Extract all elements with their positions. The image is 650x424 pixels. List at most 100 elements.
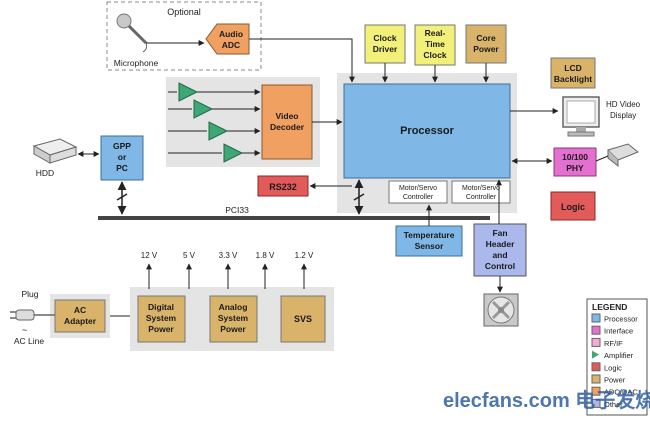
svs-label: SVS <box>294 314 312 324</box>
legend-swatch <box>591 386 601 396</box>
lcd-backlight-line2: Backlight <box>554 74 592 84</box>
hd-display-line1: HD Video <box>606 100 641 109</box>
dsp-line2: System <box>146 313 177 323</box>
audio-adc-block <box>205 23 250 55</box>
hdd-icon <box>32 138 78 164</box>
logic-block <box>550 191 596 221</box>
gpp-line3: PC <box>116 163 128 173</box>
amplifier-3 <box>208 121 229 141</box>
legend-label: Other <box>604 400 623 409</box>
legend: LEGEND ProcessorInterfaceRF/IFAmplifierL… <box>586 298 648 416</box>
connection-lines <box>77 38 609 317</box>
hdd-label: HDD <box>36 168 54 178</box>
legend-item: ADC/DAC <box>591 386 638 397</box>
analog-system-power-block <box>209 295 258 343</box>
monitor-icon <box>562 96 600 137</box>
asp-line2: System <box>218 313 249 323</box>
temperature-sensor-block <box>395 225 463 257</box>
legend-item: Other <box>591 398 623 409</box>
asp-line3: Power <box>220 324 246 334</box>
rtc-line2: Time <box>425 39 445 49</box>
lcd-backlight-line1: LCD <box>564 63 581 73</box>
gpp-pc-block <box>100 135 144 181</box>
audio-adc-line2: ADC <box>222 40 240 50</box>
clock-driver-line2: Driver <box>373 44 398 54</box>
voltage-5v: 5 V <box>183 251 196 260</box>
legend-title: LEGEND <box>592 302 627 312</box>
fan-icon <box>483 293 519 327</box>
amplifier-2 <box>193 99 214 119</box>
legend-swatch <box>591 325 601 335</box>
phy-line1: 10/100 <box>562 152 588 162</box>
fan-line4: Control <box>485 261 515 271</box>
legend-items: ProcessorInterfaceRF/IFAmplifierLogicPow… <box>591 313 638 409</box>
video-decoder-line1: Video <box>276 111 299 121</box>
motor-servo-controller-2 <box>451 180 511 204</box>
voltage-1v2: 1.2 V <box>295 251 314 260</box>
phy-line2: PHY <box>566 163 584 173</box>
motor-1-line2: Controller <box>403 194 434 201</box>
legend-item: Interface <box>591 325 633 336</box>
legend-item: Logic <box>591 362 622 372</box>
svs-block <box>280 295 326 343</box>
processor-label: Processor <box>400 125 455 137</box>
legend-swatch <box>592 350 599 359</box>
bus-connections <box>116 179 365 215</box>
optional-region <box>106 1 262 71</box>
watermark-text: elecfans.com 电子发烧友 <box>443 388 650 412</box>
pci33-bus <box>98 216 490 220</box>
legend-swatch <box>591 313 601 323</box>
processor-block <box>343 83 511 179</box>
digital-system-power-block <box>137 295 186 343</box>
microphone-icon <box>116 13 148 53</box>
legend-swatch <box>591 337 601 347</box>
legend-item: Amplifier <box>592 350 634 360</box>
legend-swatch <box>591 374 601 384</box>
audio-adc-line1: Audio <box>219 29 243 39</box>
video-decoder-line2: Decoder <box>270 122 305 132</box>
core-power-line1: Core <box>476 33 496 43</box>
gpp-line2: or <box>118 152 127 162</box>
ac-adapter-line2: Adapter <box>64 316 97 326</box>
motor-servo-controller-1 <box>388 180 448 204</box>
pci33-label: PCI33 <box>225 205 249 215</box>
lcd-backlight-block <box>550 57 596 89</box>
temp-line2: Sensor <box>415 241 445 251</box>
ac-adapter-line1: AC <box>74 305 86 315</box>
plug-icon <box>10 309 55 321</box>
fan-line2: Header <box>486 239 516 249</box>
legend-label: ADC/DAC <box>604 388 638 397</box>
gpp-line1: GPP <box>113 141 131 151</box>
clock-driver-line1: Clock <box>373 33 396 43</box>
core-power-block <box>465 24 507 64</box>
legend-item: RF/IF <box>591 337 623 348</box>
legend-label: Interface <box>604 327 633 336</box>
rtc-line3: Clock <box>423 50 446 60</box>
ac-adapter-block <box>54 299 106 333</box>
voltage-1v8: 1.8 V <box>256 251 275 260</box>
legend-label: Amplifier <box>604 351 634 360</box>
legend-swatch <box>591 398 601 408</box>
voltage-3v3: 3.3 V <box>219 251 238 260</box>
asp-line1: Analog <box>219 302 248 312</box>
dsp-line3: Power <box>148 324 174 334</box>
legend-swatch <box>591 362 601 372</box>
plug-label: Plug <box>21 289 38 299</box>
core-power-line2: Power <box>473 44 499 54</box>
logic-label: Logic <box>561 202 585 212</box>
hd-display-line2: Display <box>610 111 636 120</box>
legend-item: Power <box>591 374 626 385</box>
temp-line1: Temperature <box>404 230 455 240</box>
voltage-12v: 12 V <box>141 251 158 260</box>
clock-driver-block <box>364 24 406 64</box>
legend-label: Power <box>604 376 626 385</box>
fan-line3: and <box>492 250 507 260</box>
motor-1-line1: Motor/Servo <box>399 185 437 192</box>
ac-symbol: ~ <box>22 325 27 335</box>
amplifier-4 <box>223 143 244 163</box>
real-time-clock-block <box>414 24 456 66</box>
video-decoder-block <box>261 84 313 160</box>
ethernet-plug-icon <box>607 143 639 168</box>
